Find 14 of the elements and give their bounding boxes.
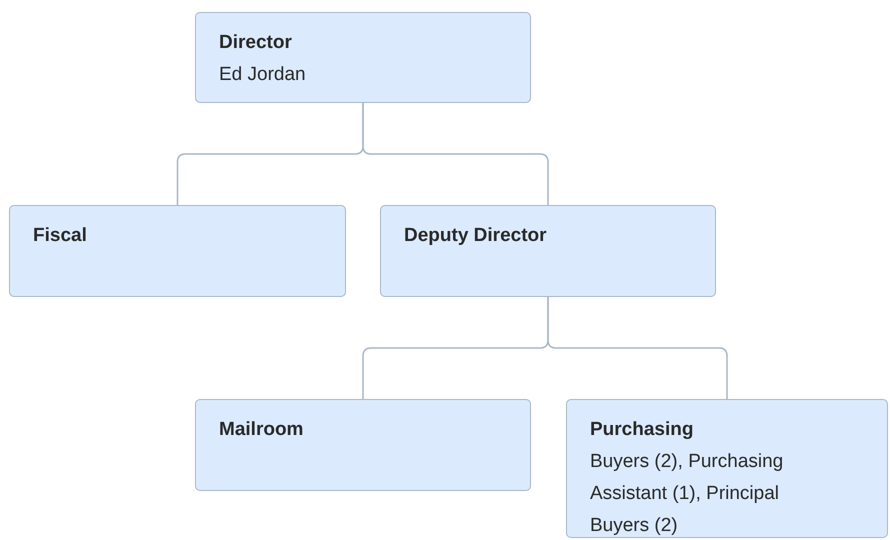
org-box: [195, 12, 531, 103]
staff-text: Ed Jordan: [219, 63, 306, 87]
org-box: [380, 205, 716, 297]
staff-text: Buyers (2), Purchasing Assistant (1), Principal Buyers (2): [590, 450, 784, 538]
connector-line: [547, 297, 728, 399]
connector-line: [362, 103, 549, 205]
role-title: Deputy Director: [404, 224, 547, 248]
role-title: Mailroom: [219, 418, 304, 442]
role-title: Fiscal: [33, 224, 87, 248]
org-box: [195, 399, 531, 491]
role-title: Director: [219, 31, 292, 55]
org-box: [566, 399, 888, 538]
role-title: Purchasing: [590, 418, 694, 442]
org-box: [9, 205, 346, 297]
